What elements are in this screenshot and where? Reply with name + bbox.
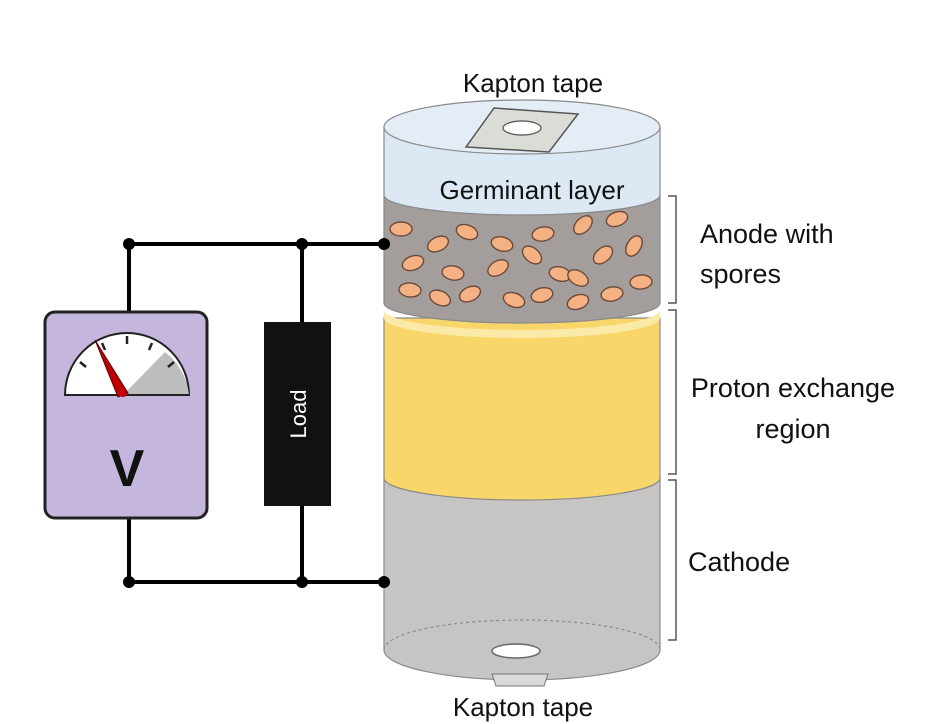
proton-bracket <box>668 309 677 475</box>
bottom-hole <box>491 643 541 659</box>
circuit-nodes <box>123 238 390 588</box>
load-label: Load <box>286 390 311 439</box>
spore <box>455 223 479 241</box>
wire-node <box>296 576 308 588</box>
spore <box>428 289 452 307</box>
spore <box>592 245 614 265</box>
section-brackets <box>668 195 677 641</box>
spore <box>502 291 526 309</box>
spores <box>389 210 653 311</box>
kapton-tape-top-label: Kapton tape <box>463 68 603 98</box>
spore <box>389 221 413 237</box>
spore <box>566 293 590 311</box>
wire-node <box>296 238 308 250</box>
spore <box>490 235 514 253</box>
cell-cylinder <box>383 99 661 687</box>
anode-bracket <box>668 195 677 304</box>
proton-exchange-section <box>383 310 661 501</box>
circuit-wires <box>127 242 384 584</box>
anode-label-line1: Anode with <box>700 219 834 249</box>
germinant-section <box>383 99 661 216</box>
wire-node <box>378 238 390 250</box>
gauge-ticks <box>79 336 175 368</box>
spore <box>567 269 589 287</box>
spore <box>605 210 629 228</box>
cathode-section <box>383 455 661 687</box>
voltmeter: V <box>43 310 209 520</box>
wire-node <box>378 576 390 588</box>
spore <box>531 226 555 242</box>
proton-label-line2: region <box>755 414 830 444</box>
spore <box>573 215 593 235</box>
spore <box>629 274 653 290</box>
kapton-tape-bottom-label: Kapton tape <box>453 692 593 722</box>
anode-label-line2: spores <box>700 259 781 289</box>
spore <box>521 245 543 265</box>
spore <box>625 235 643 257</box>
germinant-layer-label: Germinant layer <box>440 175 625 205</box>
spore <box>487 259 509 277</box>
voltmeter-label: V <box>110 440 145 498</box>
top-hole <box>502 120 542 136</box>
spore <box>600 286 624 302</box>
spore <box>458 285 482 303</box>
wire-node <box>123 576 135 588</box>
spore <box>530 286 554 304</box>
spore <box>398 282 422 298</box>
spore <box>401 254 425 272</box>
gauge-pivot <box>119 389 127 397</box>
cathode-label: Cathode <box>688 547 790 577</box>
wire-node <box>123 238 135 250</box>
proton-label-line1: Proton exchange <box>691 373 895 403</box>
spore <box>441 265 465 281</box>
spore <box>426 235 450 253</box>
bottom-kapton-tape <box>491 673 549 687</box>
load-resistor: Load <box>264 322 331 506</box>
cathode-bracket <box>668 479 677 641</box>
